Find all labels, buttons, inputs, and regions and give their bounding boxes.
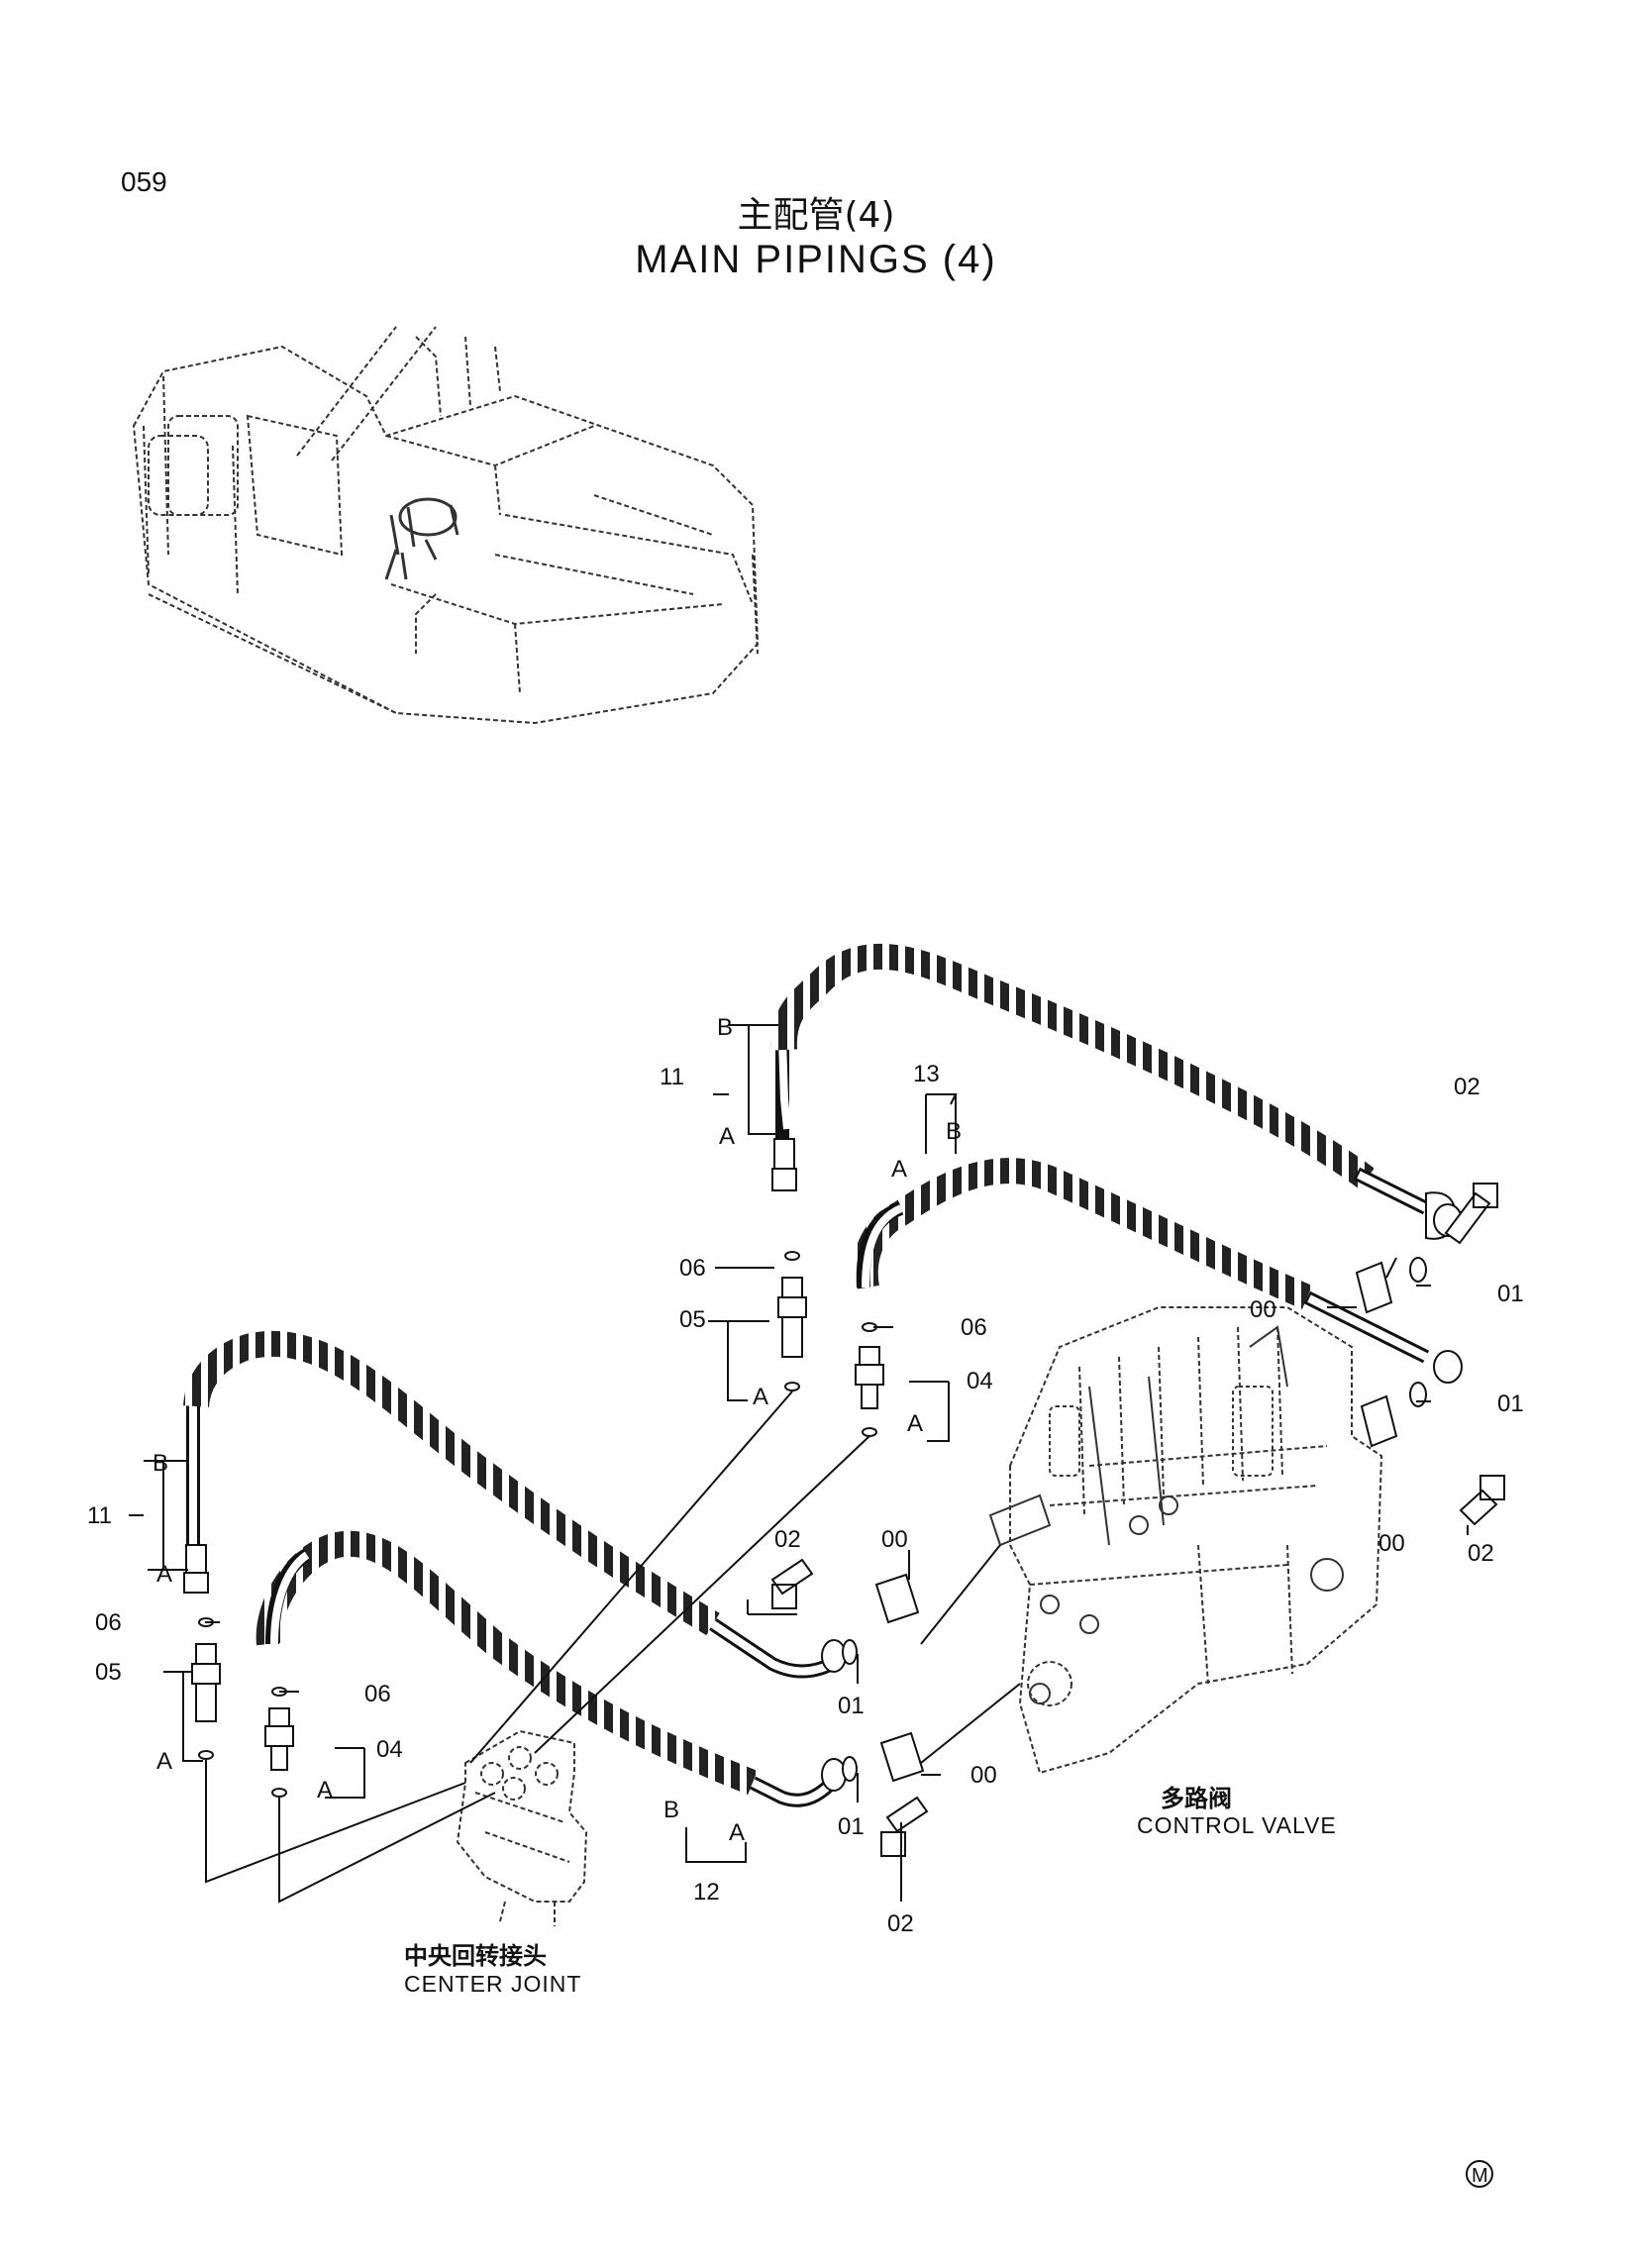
callout-b4: B bbox=[663, 1797, 679, 1823]
callout-04-a: 04 bbox=[967, 1368, 993, 1394]
mark-letter: M bbox=[1472, 2165, 1488, 2187]
callout-11-top: 11 bbox=[660, 1064, 684, 1090]
callout-05-a: 05 bbox=[679, 1306, 706, 1333]
callout-06-d: 06 bbox=[364, 1681, 391, 1707]
callout-02-r: 02 bbox=[1468, 1540, 1494, 1567]
callout-01-m1: 01 bbox=[838, 1693, 865, 1719]
callout-06-a: 06 bbox=[679, 1255, 706, 1282]
callout-b2: B bbox=[946, 1118, 962, 1145]
control-valve-label-en: CONTROL VALVE bbox=[1137, 1812, 1337, 1838]
control-valve-label-cn: 多路阀 bbox=[1161, 1785, 1232, 1812]
control-valve-body bbox=[988, 1306, 1383, 1775]
callout-00-low: 00 bbox=[970, 1762, 997, 1789]
callout-a6: A bbox=[907, 1410, 923, 1437]
callout-01-r2: 01 bbox=[1497, 1391, 1524, 1417]
page-number: 059 bbox=[121, 166, 167, 197]
callout-labels: 11 B A 13 A B 02 01 00 06 05 06 04 A A 0… bbox=[87, 1014, 1524, 1937]
callout-b1: B bbox=[717, 1014, 733, 1041]
callout-02-mid: 02 bbox=[774, 1526, 801, 1553]
callout-00-r: 00 bbox=[1378, 1530, 1405, 1557]
callout-a4: A bbox=[729, 1819, 745, 1846]
fittings bbox=[183, 1138, 1505, 1857]
callout-b3: B bbox=[153, 1450, 168, 1477]
callout-00-top: 00 bbox=[1250, 1296, 1276, 1323]
callout-02-tr: 02 bbox=[1454, 1074, 1480, 1100]
center-joint-body bbox=[456, 1729, 588, 1926]
center-joint-label-cn: 中央回转接头 bbox=[404, 1942, 547, 1970]
callout-06-c: 06 bbox=[95, 1609, 122, 1636]
callout-12: 12 bbox=[693, 1879, 720, 1906]
callout-00-mid: 00 bbox=[881, 1526, 908, 1553]
manufacturer-mark: M bbox=[1466, 2160, 1493, 2188]
hose-11-lower bbox=[183, 1330, 847, 1679]
callout-a1: A bbox=[719, 1123, 735, 1150]
callout-a8: A bbox=[317, 1777, 333, 1804]
leader-lines bbox=[129, 1024, 1469, 1904]
hose-11-upper bbox=[770, 943, 1463, 1240]
callout-a5: A bbox=[753, 1384, 768, 1410]
title-chinese: 主配管(4) bbox=[737, 195, 895, 236]
excavator-location-sketch bbox=[132, 326, 760, 725]
callout-11-left: 11 bbox=[87, 1502, 112, 1529]
title-english: MAIN PIPINGS (4) bbox=[635, 238, 997, 281]
callout-13: 13 bbox=[913, 1061, 940, 1087]
callout-06-b: 06 bbox=[961, 1314, 987, 1341]
callout-a7: A bbox=[156, 1748, 172, 1775]
callout-a2: A bbox=[891, 1156, 907, 1183]
hose-12 bbox=[255, 1530, 847, 1807]
callout-04-b: 04 bbox=[376, 1736, 403, 1763]
callout-02-bot: 02 bbox=[887, 1910, 914, 1937]
callout-01-m2: 01 bbox=[838, 1813, 865, 1840]
callout-a3: A bbox=[156, 1561, 172, 1588]
callout-05-b: 05 bbox=[95, 1659, 122, 1686]
callout-01-r1: 01 bbox=[1497, 1281, 1524, 1307]
center-joint-label-en: CENTER JOINT bbox=[404, 1971, 582, 1997]
